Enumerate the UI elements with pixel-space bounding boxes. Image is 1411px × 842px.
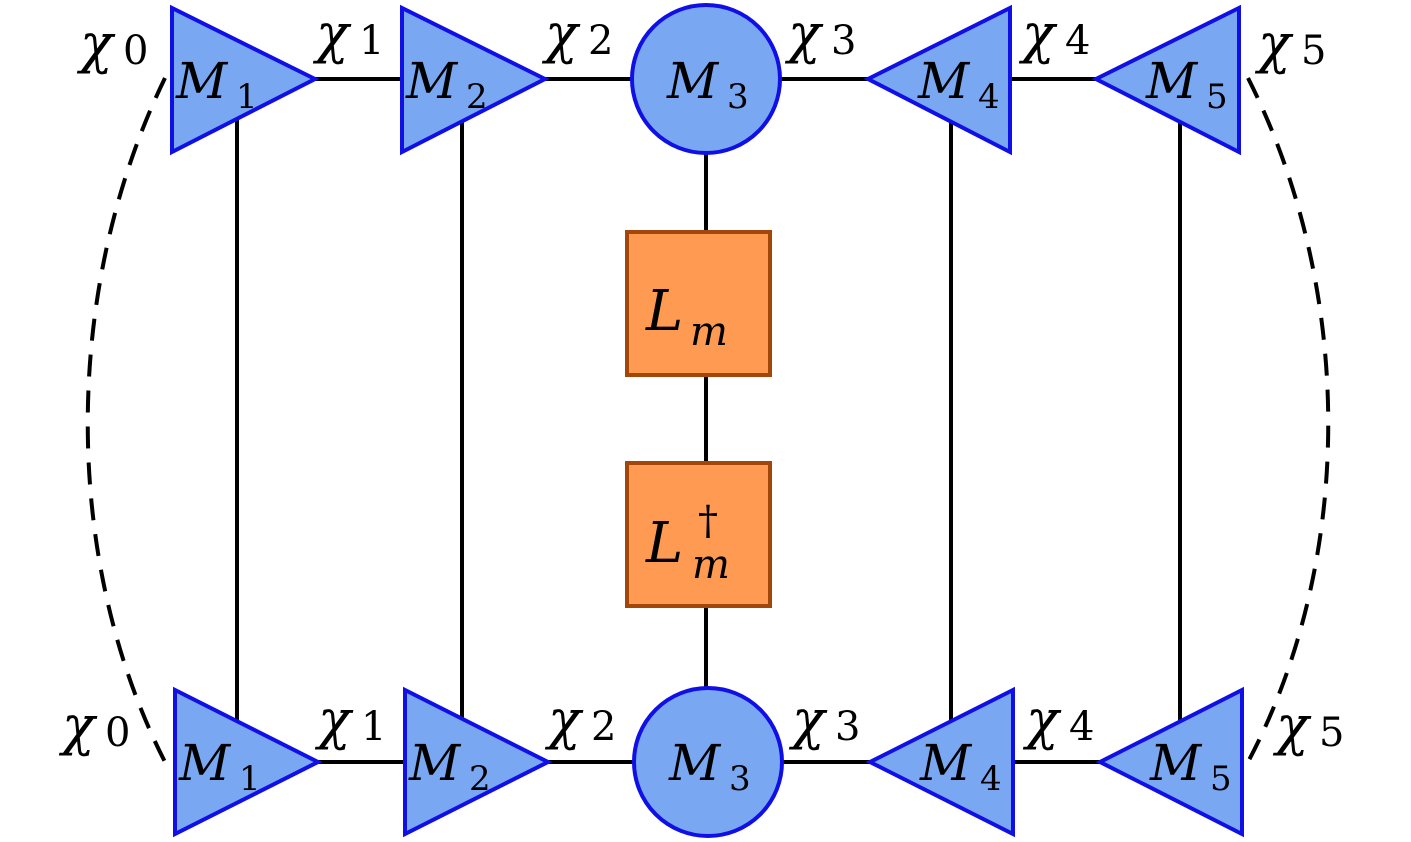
bottom-m1-base: M	[178, 734, 232, 792]
bottom-tensor-m2: M 2	[403, 686, 553, 838]
top-chi2-base: χ	[541, 2, 581, 65]
top-m1-base: M	[175, 52, 229, 110]
operator-l-dagger: L † m	[625, 461, 772, 608]
bottom-chi1-idx: 1	[361, 704, 386, 750]
top-tensor-m3: M 3	[630, 3, 782, 155]
top-m4-sub: 4	[978, 77, 1000, 117]
bottom-m1-sub: 1	[239, 759, 261, 799]
bottom-chi3-base: χ	[788, 688, 828, 751]
top-chi3-base: χ	[784, 2, 824, 65]
bottom-bond-labels: χ 0 χ 1 χ 2 χ 3 χ 4 χ 5	[58, 688, 1344, 757]
bottom-m3-base: M	[668, 734, 722, 792]
bottom-m4-triangle	[865, 686, 1015, 838]
vertical-legs	[235, 110, 1182, 722]
bottom-chi2-base: χ	[544, 688, 584, 751]
top-m2-sub: 2	[466, 77, 488, 117]
bottom-tensor-m4: M 4	[865, 686, 1015, 838]
bottom-m1-triangle	[173, 686, 323, 838]
top-m5-base: M	[1145, 52, 1199, 110]
operator-l-dagger-box	[625, 461, 772, 608]
top-m1-triangle	[170, 4, 320, 156]
top-tensor-m2: M 2	[400, 4, 550, 156]
left-trace-arc	[85, 77, 167, 763]
bottom-m5-base: M	[1149, 734, 1203, 792]
operator-l-dagger-base: L	[645, 511, 683, 576]
top-m3-circle	[630, 3, 782, 155]
top-m4-triangle	[863, 4, 1012, 156]
bottom-m4-base: M	[919, 734, 973, 792]
top-chi0-base: χ	[76, 12, 116, 75]
operator-l-sub: m	[690, 309, 728, 355]
bottom-chi3-idx: 3	[835, 704, 860, 750]
bottom-chi5-base: χ	[1272, 694, 1312, 757]
top-chi5-base: χ	[1254, 12, 1294, 75]
top-bond-labels: χ 0 χ 1 χ 2 χ 3 χ 4 χ 5	[76, 2, 1326, 75]
top-tensor-m5: M 5	[1091, 4, 1241, 156]
bottom-chi0-idx: 0	[105, 710, 130, 756]
bottom-tensor-m3: M 3	[632, 686, 784, 838]
bottom-chi5-idx: 5	[1319, 710, 1344, 756]
top-chi4-base: χ	[1018, 2, 1058, 65]
operator-l-base: L	[645, 279, 683, 344]
top-chi0-idx: 0	[123, 28, 148, 74]
bottom-m5-triangle	[1095, 686, 1244, 838]
top-chi4-idx: 4	[1065, 18, 1090, 64]
bottom-tensor-m1: M 1	[173, 686, 323, 838]
bottom-chi4-base: χ	[1022, 688, 1062, 751]
top-m3-base: M	[666, 52, 720, 110]
top-m1-sub: 1	[236, 77, 258, 117]
bottom-tensor-m5: M 5	[1095, 686, 1244, 838]
bottom-m2-triangle	[403, 686, 553, 838]
bottom-chi2-idx: 2	[591, 704, 616, 750]
operator-l-dagger-sub: m	[692, 542, 730, 588]
top-m2-triangle	[400, 4, 550, 156]
top-tensor-m1: M 1	[170, 4, 320, 156]
top-m5-triangle	[1091, 4, 1241, 156]
operator-l-box	[625, 230, 772, 377]
operator-l: L m	[625, 230, 772, 377]
bottom-chi4-idx: 4	[1069, 704, 1094, 750]
operator-l-dagger-sup: †	[698, 498, 718, 544]
bottom-m4-sub: 4	[980, 759, 1002, 799]
top-chi1-base: χ	[312, 2, 352, 65]
bottom-m5-sub: 5	[1210, 759, 1232, 799]
top-chi1-idx: 1	[359, 18, 384, 64]
bottom-chi0-base: χ	[58, 694, 98, 757]
bottom-m2-sub: 2	[469, 759, 491, 799]
top-m4-base: M	[917, 52, 971, 110]
top-chi3-idx: 3	[831, 18, 856, 64]
top-tensor-m4: M 4	[863, 4, 1012, 156]
bottom-m3-sub: 3	[729, 759, 751, 799]
top-chi2-idx: 2	[588, 18, 613, 64]
bottom-m3-circle	[632, 686, 784, 838]
bottom-chi1-base: χ	[314, 688, 354, 751]
bottom-m2-base: M	[408, 734, 462, 792]
top-m2-base: M	[405, 52, 459, 110]
top-m3-sub: 3	[727, 77, 749, 117]
top-chi5-idx: 5	[1301, 28, 1326, 74]
right-trace-arc	[1246, 77, 1331, 763]
top-m5-sub: 5	[1206, 77, 1228, 117]
